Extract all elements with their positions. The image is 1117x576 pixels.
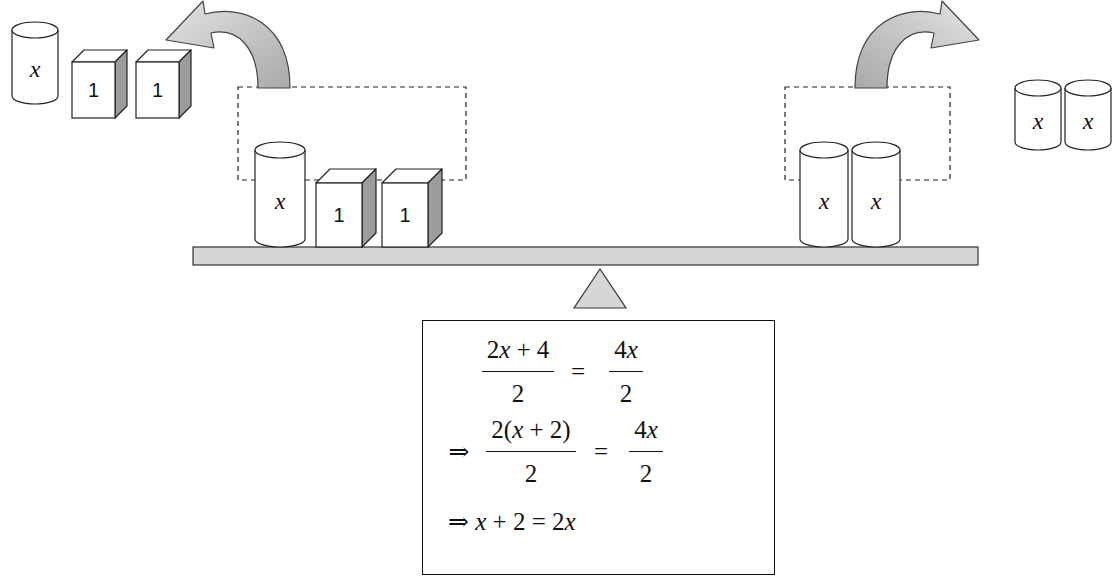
cube-weight: 1: [136, 50, 191, 118]
cube-weight: 1: [382, 169, 442, 247]
cylinder-weight: x: [852, 142, 900, 247]
cylinder-top: [852, 142, 900, 158]
equation-term: 2: [640, 461, 653, 486]
variable-label: x: [1083, 109, 1094, 133]
cylinder-body: [1065, 88, 1111, 150]
equation-term: 2: [620, 381, 633, 406]
equation-term: ⇒ x + 2 = 2x: [448, 509, 576, 534]
fulcrum: [574, 269, 626, 308]
cylinder-weight: x: [800, 142, 848, 247]
cube-outline: [136, 50, 191, 118]
fraction-bar: [486, 451, 575, 452]
cylinder-body: [255, 150, 305, 247]
cylinder-weight: x: [1065, 80, 1111, 150]
cylinder-body: [852, 150, 900, 247]
cylinder-top: [12, 22, 58, 38]
cylinder-body: [1015, 88, 1061, 150]
variable-label: x: [275, 189, 286, 213]
equation-term: 2: [525, 461, 538, 486]
fraction-bar: [609, 371, 643, 372]
equation-term: 2: [512, 381, 525, 406]
unit-label: 1: [152, 80, 163, 100]
equation-term: 4x: [614, 337, 638, 362]
equation-term: 2x + 4: [487, 337, 550, 362]
cylinder-top: [1065, 80, 1111, 96]
equation-term: =: [571, 359, 585, 384]
unit-label: 1: [399, 205, 410, 225]
cylinder-body: [12, 30, 58, 104]
equation-term: ⇒: [449, 439, 470, 464]
cube-front: [136, 62, 179, 118]
equation-term: =: [594, 439, 608, 464]
variable-label: x: [819, 189, 830, 213]
curved-arrow: [855, 1, 979, 88]
balance-beam: [193, 247, 978, 265]
cube-front: [382, 183, 428, 247]
cylinder-weight: x: [12, 22, 58, 104]
cube-side: [115, 50, 127, 118]
unit-label: 1: [88, 80, 99, 100]
unit-label: 1: [333, 205, 344, 225]
cube-side: [362, 169, 376, 247]
fraction-bar: [629, 451, 663, 452]
variable-label: x: [30, 57, 41, 81]
cylinder-weight: x: [255, 142, 305, 247]
cube-outline: [72, 50, 127, 118]
fraction-bar: [482, 371, 555, 372]
cube-side: [179, 50, 191, 118]
cube-outline: [316, 169, 376, 247]
equation-term: 2(x + 2): [491, 417, 570, 442]
cube-side: [428, 169, 442, 247]
cube-weight: 1: [316, 169, 376, 247]
cube-front: [316, 183, 362, 247]
cylinder-weight: x: [1015, 80, 1061, 150]
variable-label: x: [871, 189, 882, 213]
cylinder-top: [255, 142, 305, 158]
cube-front: [72, 62, 115, 118]
cube-outline: [382, 169, 442, 247]
variable-label: x: [1033, 109, 1044, 133]
cylinder-top: [800, 142, 848, 158]
cube-weight: 1: [72, 50, 127, 118]
cylinder-top: [1015, 80, 1061, 96]
equation-term: 4x: [634, 417, 658, 442]
cylinder-body: [800, 150, 848, 247]
equation-box: 2x + 42=4x2⇒2(x + 2)2=4x2⇒ x + 2 = 2x: [422, 320, 775, 575]
